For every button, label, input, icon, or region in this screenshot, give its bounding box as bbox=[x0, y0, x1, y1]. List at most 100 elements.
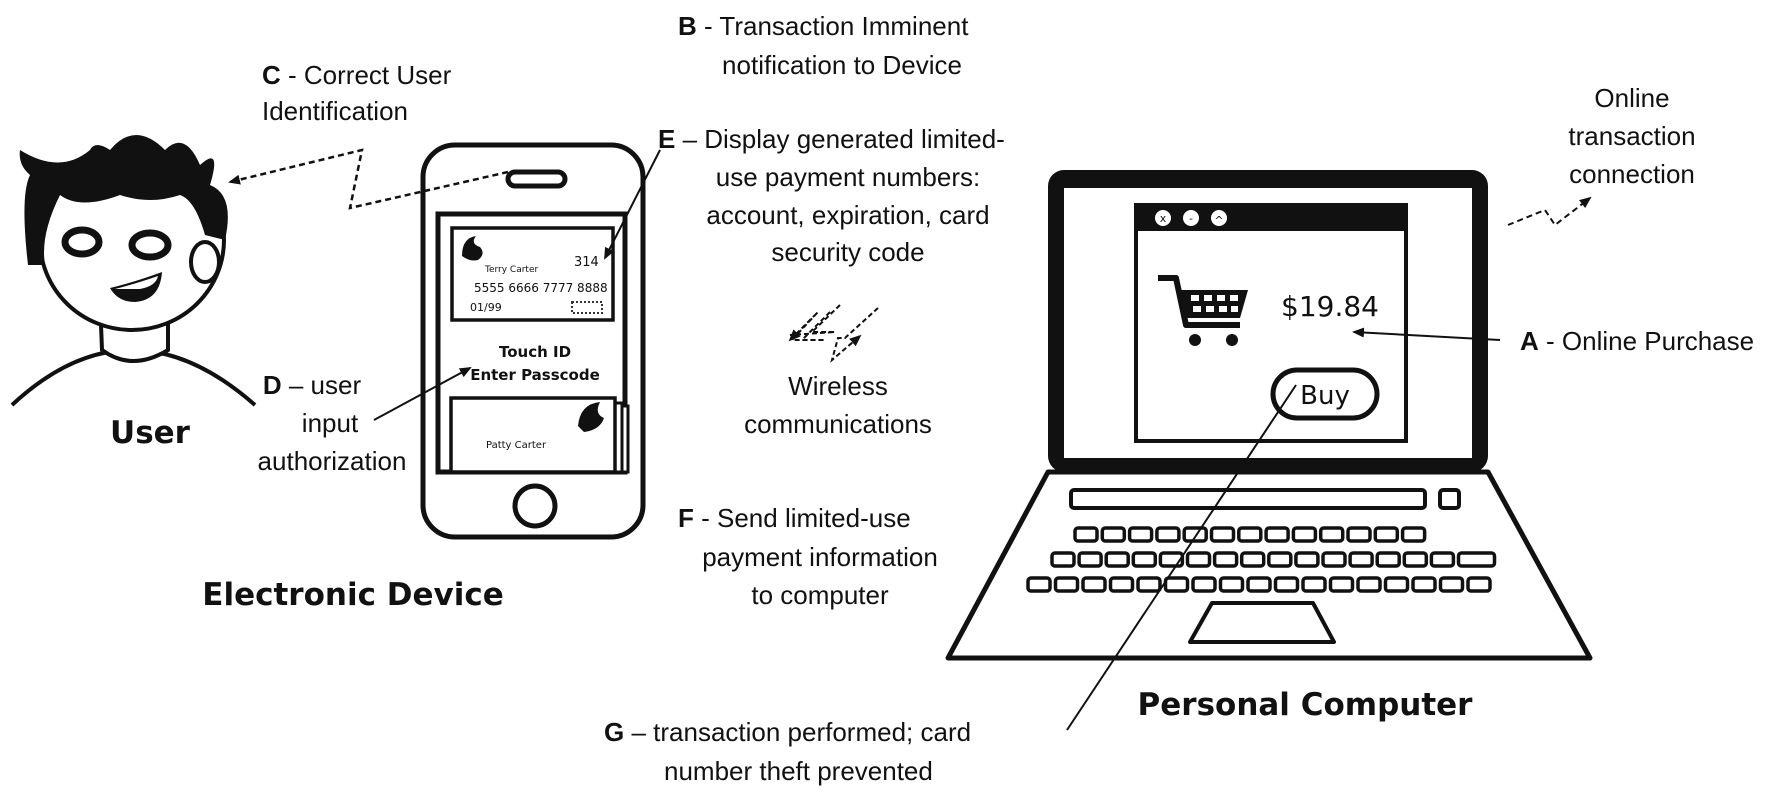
phone-speaker bbox=[505, 169, 568, 189]
wireless-line1: Wireless bbox=[788, 371, 888, 401]
label-e-line2: use payment numbers: bbox=[716, 162, 980, 192]
keyboard-key bbox=[1185, 551, 1212, 568]
connector-d bbox=[373, 367, 472, 421]
user-hair bbox=[19, 135, 228, 265]
window-minimize-glyph: - bbox=[1189, 212, 1193, 225]
keyboard-key bbox=[1218, 576, 1245, 593]
price-label: $19.84 bbox=[1281, 290, 1379, 323]
keyboard-key bbox=[1050, 551, 1076, 568]
keyboard-key bbox=[1267, 551, 1293, 568]
user-teeth bbox=[115, 276, 158, 289]
keyboard-key bbox=[1191, 576, 1217, 593]
user-figure bbox=[10, 135, 257, 407]
online-line2: transaction bbox=[1568, 121, 1695, 151]
window-maximize-button[interactable] bbox=[1211, 210, 1227, 226]
keyboard-key bbox=[1456, 551, 1497, 568]
keyboard-key bbox=[1356, 576, 1382, 593]
label-g-line2: number theft prevented bbox=[664, 756, 933, 786]
label-g-text1: – transaction performed; card bbox=[624, 717, 971, 747]
label-b-line2: notification to Device bbox=[722, 50, 962, 80]
keyboard-key bbox=[1294, 551, 1320, 568]
user-left-eye bbox=[61, 226, 103, 258]
connector-g bbox=[1066, 384, 1297, 731]
label-d-line3: authorization bbox=[258, 446, 407, 476]
label-c-key: C bbox=[262, 60, 281, 90]
keyboard-key bbox=[1273, 576, 1300, 593]
wireless-arrow-right bbox=[830, 307, 879, 363]
label-f-key: F bbox=[678, 503, 694, 533]
keyboard-key bbox=[1318, 526, 1345, 543]
laptop: x - ^ $19.84 Buy bbox=[945, 170, 1593, 661]
keyboard-key bbox=[1291, 526, 1318, 543]
laptop-hinge-bar bbox=[1069, 488, 1427, 510]
keyboard-key bbox=[1466, 576, 1492, 593]
card-terry-code: 314 bbox=[574, 255, 599, 270]
keyboard-key bbox=[1301, 576, 1327, 593]
touch-id-label: Touch ID bbox=[499, 343, 571, 361]
window-minimize-button[interactable] bbox=[1183, 210, 1199, 226]
keyboard-key bbox=[1411, 576, 1437, 593]
label-e-line4: security code bbox=[771, 237, 924, 267]
keyboard-key bbox=[1346, 526, 1372, 543]
label-f-text1: - Send limited-use bbox=[694, 503, 911, 533]
label-c-line1: C - Correct User bbox=[262, 60, 452, 90]
keyboard-key bbox=[1321, 551, 1347, 568]
wireless-arrow-left-2 bbox=[789, 304, 841, 336]
label-e-line3: account, expiration, card bbox=[706, 200, 989, 230]
online-connector bbox=[1507, 196, 1592, 227]
keyboard-key bbox=[1108, 576, 1135, 593]
keyboard-key bbox=[1373, 526, 1400, 543]
keyboard-key bbox=[1053, 576, 1080, 593]
device-title: Electronic Device bbox=[202, 577, 503, 613]
buy-button[interactable] bbox=[1270, 367, 1380, 421]
label-a-key: A bbox=[1520, 326, 1539, 356]
keyboard-key bbox=[1081, 576, 1107, 593]
online-line1: Online bbox=[1594, 83, 1669, 113]
window-close-glyph: x bbox=[1160, 212, 1167, 225]
card-terry-expiry: 01/99 bbox=[470, 301, 502, 314]
keyboard-key bbox=[1136, 576, 1162, 593]
laptop-trackpad bbox=[1188, 601, 1336, 644]
enter-passcode-label: Enter Passcode bbox=[470, 366, 600, 384]
card-terry-hologram bbox=[571, 301, 603, 314]
keyboard-key bbox=[1077, 551, 1103, 568]
label-g-line1: G – transaction performed; card bbox=[604, 717, 971, 747]
label-f-line1: F - Send limited-use bbox=[678, 503, 911, 533]
keyboard-key bbox=[1239, 551, 1266, 568]
computer-title: Personal Computer bbox=[1138, 687, 1474, 723]
label-e-line1: E – Display generated limited- bbox=[658, 124, 1005, 154]
label-d-key: D bbox=[263, 370, 282, 400]
user-left-ear bbox=[189, 240, 221, 284]
label-a-text: - Online Purchase bbox=[1539, 326, 1754, 356]
connector-a bbox=[1352, 327, 1501, 341]
laptop-keyboard bbox=[1026, 526, 1497, 593]
label-a: A - Online Purchase bbox=[1520, 326, 1754, 356]
keyboard-key bbox=[1209, 526, 1236, 543]
online-line3: connection bbox=[1569, 159, 1695, 189]
keyboard-key bbox=[1026, 576, 1052, 593]
card-terry-number: 5555 6666 7777 8888 bbox=[474, 281, 608, 295]
label-b-key: B bbox=[678, 11, 697, 41]
keyboard-key bbox=[1402, 551, 1429, 568]
keyboard-key bbox=[1131, 551, 1158, 568]
wireless-arrow-left bbox=[788, 311, 831, 342]
keyboard-key bbox=[1212, 551, 1239, 568]
label-b-line1: B - Transaction Imminent bbox=[678, 11, 969, 41]
keyboard-key bbox=[1100, 526, 1127, 543]
label-e-key: E bbox=[658, 124, 675, 154]
laptop-power-button[interactable] bbox=[1438, 488, 1461, 510]
keyboard-key bbox=[1383, 576, 1410, 593]
label-c-line2: Identification bbox=[262, 96, 408, 126]
keyboard-key bbox=[1264, 526, 1290, 543]
keyboard-key bbox=[1127, 526, 1154, 543]
keyboard-key bbox=[1073, 526, 1099, 543]
user-right-eye bbox=[128, 229, 172, 261]
label-d-text1: – user bbox=[282, 370, 362, 400]
card-terry-name: Terry Carter bbox=[484, 265, 539, 275]
shopping-cart-icon bbox=[1158, 275, 1248, 346]
browser-titlebar bbox=[1136, 205, 1406, 231]
window-close-button[interactable] bbox=[1155, 210, 1171, 226]
connector-c bbox=[228, 148, 509, 210]
card-patty-name: Patty Carter bbox=[486, 440, 547, 451]
